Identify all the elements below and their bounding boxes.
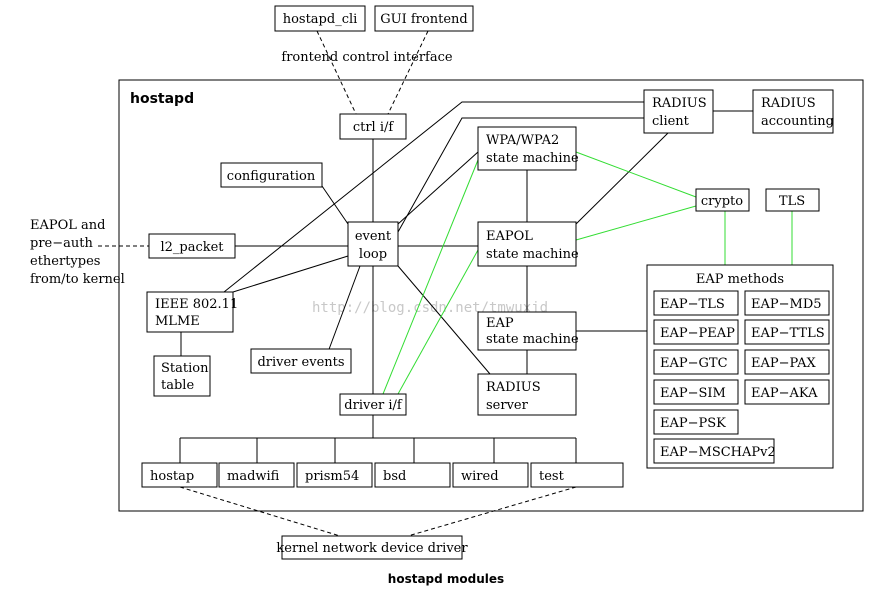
driver-test-box: test [530,462,624,488]
driver-label: test [539,469,565,484]
eapol-note: EAPOL and pre−auth ethertypes from/to ke… [30,218,125,287]
eap-method-item: EAP−AKA [744,379,830,405]
connectors [179,101,753,463]
dashed-links [98,30,577,537]
configuration-box: configuration [220,162,323,188]
radius-server-box: RADIUS server [477,373,577,416]
driver-if-label: driver i/f [344,398,403,413]
driver-label: madwifi [227,469,280,484]
eap-method-label: EAP−PSK [660,416,726,431]
eap-method-label: EAP−TTLS [751,326,825,341]
wpa-state-machine-label-2: state machine [486,151,579,166]
radius-server-label-1: RADIUS [486,380,541,395]
station-table-label-1: Station [161,361,209,376]
l2-packet-label: l2_packet [160,240,224,255]
event-loop-label-1: event [355,229,392,244]
radius-accounting-box: RADIUS accounting [752,89,834,134]
eapol-state-machine-box: EAPOL state machine [477,221,579,267]
event-loop-label-2: loop [359,247,387,262]
eap-method-label: EAP−SIM [660,386,726,401]
eapol-note-line-4: from/to kernel [30,272,125,287]
wpa-state-machine-box: WPA/WPA2 state machine [477,126,579,171]
eapol-note-line-3: ethertypes [30,254,100,269]
eap-method-label: EAP−PAX [751,356,816,371]
eapol-state-machine-label-2: state machine [486,247,579,262]
kernel-driver-label: kernel network device driver [276,541,468,556]
eap-method-item: EAP−TTLS [744,319,830,345]
tls-box: TLS [765,188,820,212]
driver-label: prism54 [305,469,359,484]
eap-state-machine-label-2: state machine [486,332,579,347]
kernel-driver-box: kernel network device driver [276,535,468,560]
ieee-mlme-box: IEEE 802.11 MLME [146,291,238,333]
driver-events-label: driver events [257,355,344,370]
station-table-box: Station table [153,355,211,397]
driver-bsd-box: bsd [374,462,451,488]
driver-label: bsd [383,469,406,484]
wpa-state-machine-label-1: WPA/WPA2 [486,133,559,148]
eap-method-label: EAP−MSCHAPv2 [660,445,776,460]
eap-method-item: EAP−PEAP [653,319,739,345]
eap-methods-title: EAP methods [696,272,784,287]
crypto-label: crypto [701,194,743,209]
driver-row: hostap madwifi prism54 bsd wired test [141,462,624,488]
driver-if-box: driver i/f [339,393,407,416]
eap-method-item: EAP−GTC [653,349,739,375]
eap-state-machine-label-1: EAP [486,316,514,331]
driver-wired-box: wired [452,462,529,488]
eap-method-item: EAP−PAX [744,349,830,375]
driver-label: wired [461,469,499,484]
eapol-note-line-1: EAPOL and [30,218,106,233]
container-title: hostapd [130,91,194,107]
driver-label: hostap [150,469,194,484]
eap-method-label: EAP−TLS [660,297,725,312]
eap-state-machine-box: EAP state machine [477,311,579,351]
hostapd-container [118,79,864,512]
configuration-label: configuration [227,169,316,184]
eapol-state-machine-label-1: EAPOL [486,229,533,244]
crypto-box: crypto [695,188,750,212]
driver-madwifi-box: madwifi [218,462,295,488]
hostapd-cli-box: hostapd_cli [274,5,366,32]
gui-frontend-box: GUI frontend [374,5,474,32]
radius-accounting-label-1: RADIUS [761,96,816,111]
ieee-mlme-label-1: IEEE 802.11 [155,297,238,312]
eap-method-label: EAP−GTC [660,356,728,371]
eap-method-item: EAP−PSK [653,409,739,435]
radius-client-label-1: RADIUS [652,96,707,111]
frontend-control-interface-label: frontend control interface [281,50,453,65]
figure-caption: hostapd modules [388,572,504,586]
ieee-mlme-label-2: MLME [155,314,200,329]
eap-method-label: EAP−MD5 [751,297,822,312]
driver-hostap-box: hostap [141,462,218,488]
eapol-note-line-2: pre−auth [30,236,93,251]
eap-method-item: EAP−MSCHAPv2 [653,438,776,464]
eap-method-item: EAP−MD5 [744,290,830,316]
ctrl-if-box: ctrl i/f [339,113,407,140]
radius-server-label-2: server [486,398,529,413]
eap-method-item: EAP−TLS [653,290,739,316]
driver-prism54-box: prism54 [296,462,373,488]
event-loop-box: event loop [347,221,399,267]
hostapd-cli-label: hostapd_cli [283,12,358,27]
radius-client-box: RADIUS client [643,89,714,134]
radius-accounting-label-2: accounting [761,114,834,129]
eap-method-label: EAP−PEAP [660,326,735,341]
eap-method-item: EAP−SIM [653,379,739,405]
driver-events-box: driver events [250,348,352,374]
crypto-links [382,151,793,395]
tls-label: TLS [779,194,805,209]
eap-method-label: EAP−AKA [751,386,818,401]
radius-client-label-2: client [652,114,690,129]
ctrl-if-label: ctrl i/f [353,120,395,135]
station-table-label-2: table [161,378,194,393]
l2-packet-box: l2_packet [148,233,236,259]
gui-frontend-label: GUI frontend [380,12,467,27]
